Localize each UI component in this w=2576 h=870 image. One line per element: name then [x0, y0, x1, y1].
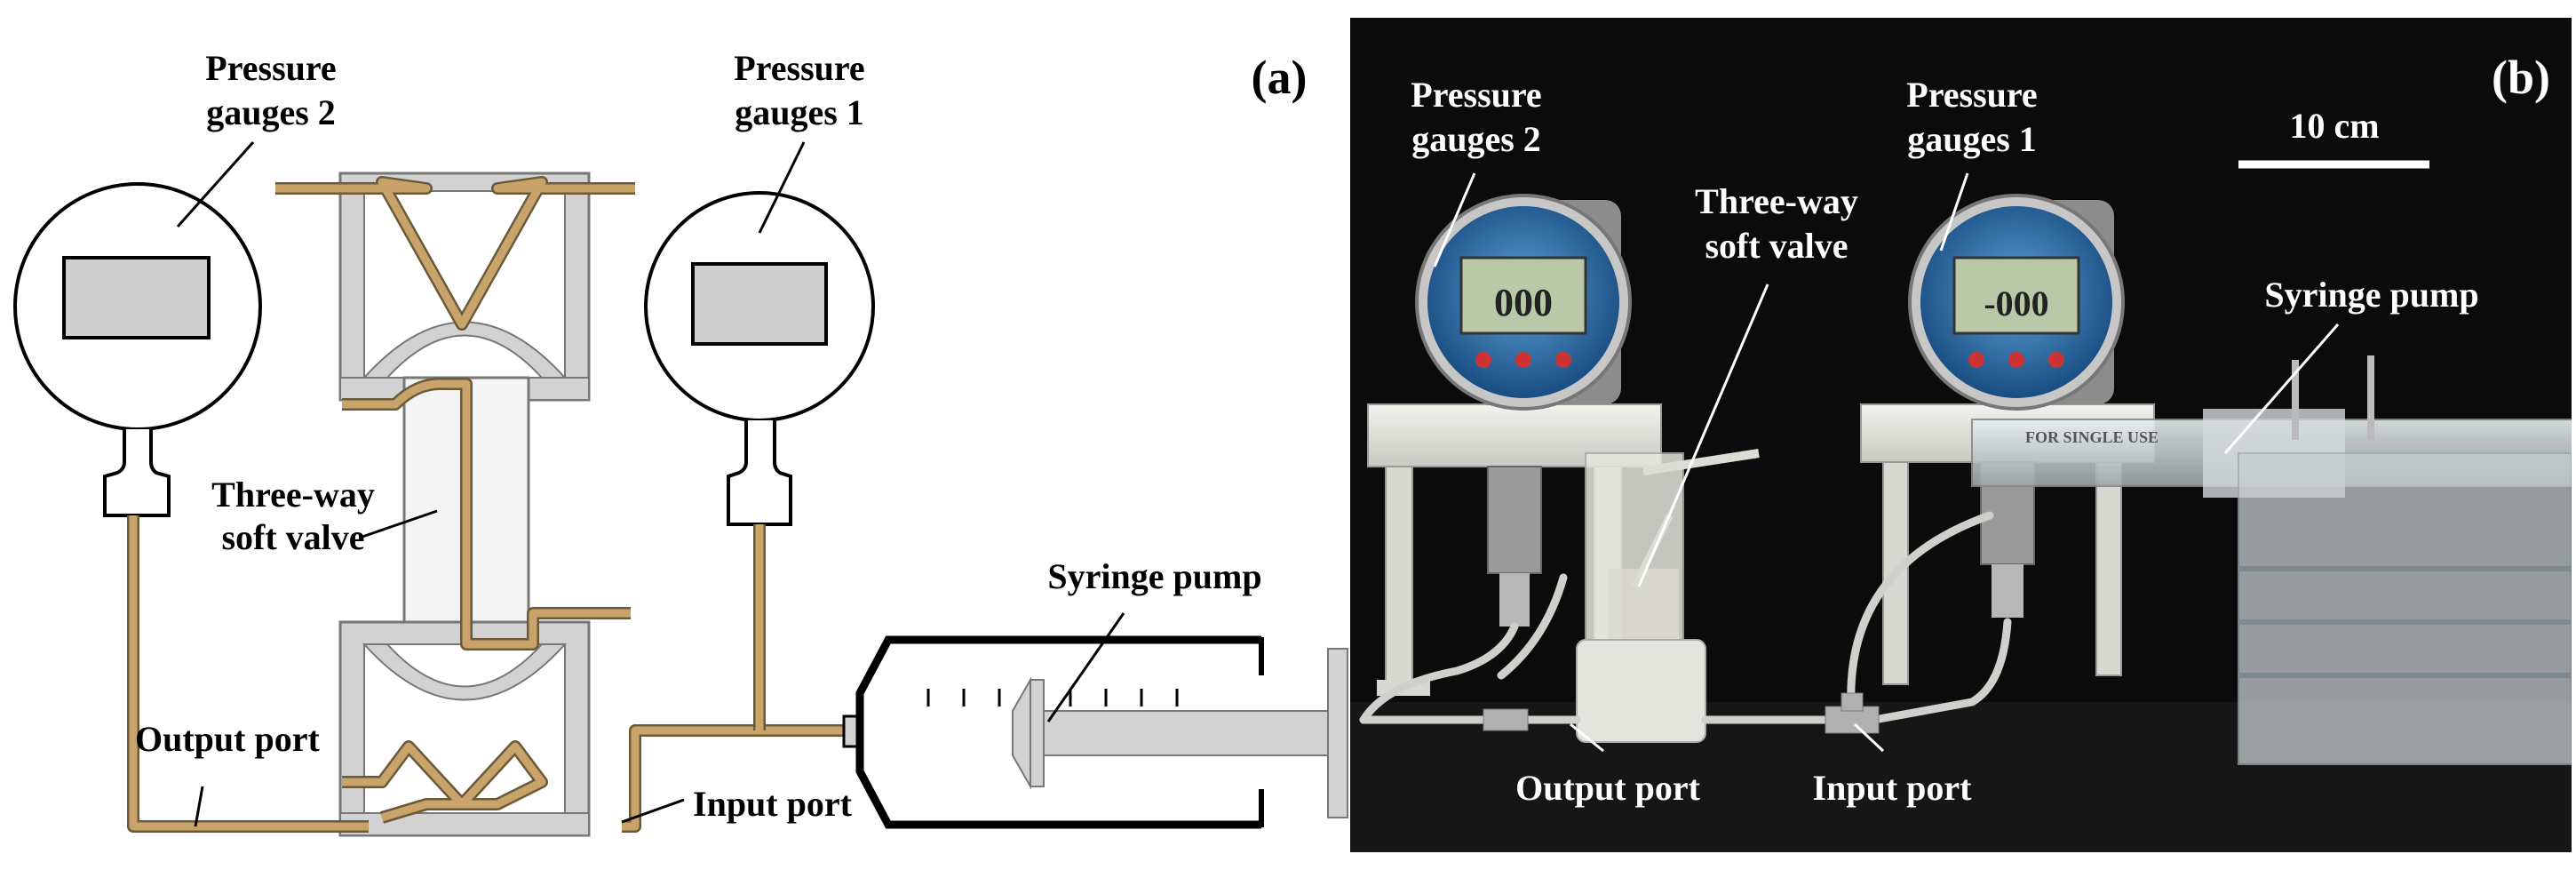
photo-label-pressure-gauges-2-line2: gauges 2 [1411, 119, 1541, 159]
tubing [127, 176, 848, 833]
photo-tubing [1359, 511, 2012, 724]
syringe-print: FOR SINGLE USE [2025, 428, 2159, 446]
label-pressure-gauges-1-line2: gauges 1 [735, 92, 864, 132]
pressure-gauge-1 [644, 191, 875, 526]
pressure-gauge-2 [13, 182, 262, 517]
gauge-1-display: -000 [1984, 283, 2048, 323]
scale-bar-label: 10 cm [2289, 106, 2379, 146]
label-pressure-gauges-1-line1: Pressure [734, 48, 864, 88]
label-pressure-gauges-2-line1: Pressure [205, 48, 336, 88]
syringe-pump [842, 635, 1348, 829]
label-three-way-soft-valve-line2: soft valve [221, 517, 364, 557]
label-three-way-soft-valve-line1: Three-way [211, 475, 375, 515]
label-output-port: Output port [135, 719, 320, 759]
pressure-gauge-2-photo: 000 [1415, 194, 1632, 411]
gauge-2-display: 000 [1494, 281, 1553, 324]
label-pressure-gauges-2-line2: gauges 2 [206, 92, 336, 132]
label-input-port: Input port [693, 784, 853, 824]
photo-fittings [1483, 692, 1880, 734]
photo-label-input-port: Input port [1813, 768, 1973, 808]
photo-label-three-way-soft-valve-line1: Three-way [1695, 181, 1858, 221]
panel-label-b: (b) [2492, 51, 2550, 104]
photo-label-three-way-soft-valve-line2: soft valve [1705, 226, 1848, 266]
soft-valve-photo [1576, 449, 1760, 743]
pressure-gauge-1-photo: -000 [1908, 194, 2125, 411]
upper-valve-housing [338, 172, 591, 402]
photo-label-syringe-pump: Syringe pump [2264, 275, 2478, 315]
panel-label-a: (a) [1252, 51, 1308, 104]
photo-label-output-port: Output port [1515, 768, 1700, 808]
leader-lines [176, 140, 1125, 827]
label-syringe-pump: Syringe pump [1047, 556, 1261, 596]
photo-label-pressure-gauges-2-line1: Pressure [1411, 75, 1541, 115]
photo-label-pressure-gauges-1-line2: gauges 1 [1907, 119, 2037, 159]
schematic-diagram: Pressure gauges 2 Pressure gauges 1 Thre… [13, 48, 1348, 837]
photo-label-pressure-gauges-1-line1: Pressure [1906, 75, 2037, 115]
setup-photo: 000 -000 [1350, 18, 2572, 852]
photo-leader-lines [1433, 172, 2340, 753]
syringe-pump-photo: FOR SINGLE USE [1971, 355, 2572, 765]
